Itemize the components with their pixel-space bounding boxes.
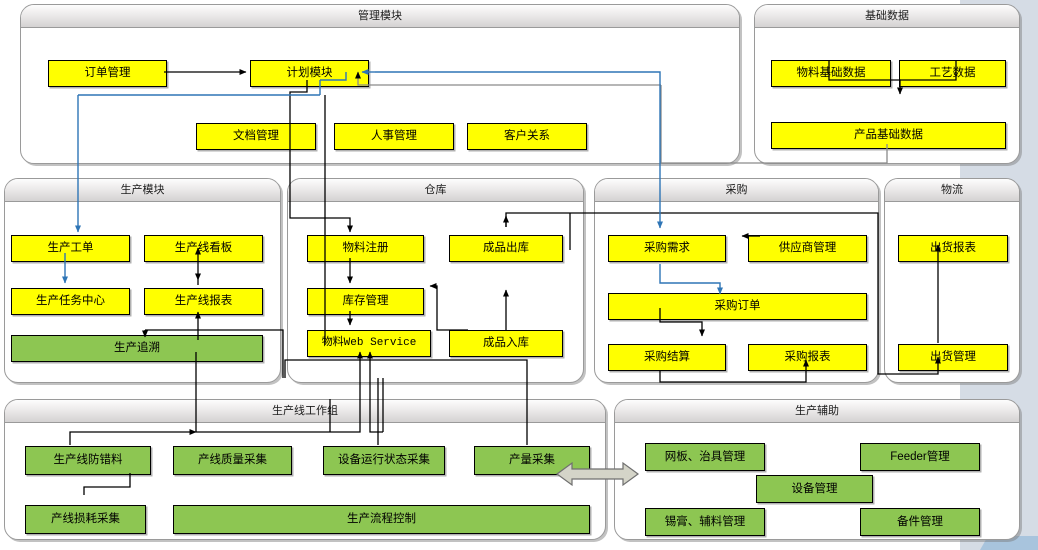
- node-equipment-mgmt[interactable]: 设备管理: [756, 475, 873, 503]
- node-line-loss[interactable]: 产线损耗采集: [25, 505, 146, 534]
- node-fg-outbound[interactable]: 成品出库: [449, 235, 563, 262]
- group-basic-data-title: 基础数据: [755, 5, 1019, 28]
- node-prod-task-center[interactable]: 生产任务中心: [11, 288, 130, 315]
- node-order-mgmt[interactable]: 订单管理: [48, 60, 167, 87]
- node-stencil-jig[interactable]: 网板、治具管理: [645, 443, 765, 471]
- group-production-aux: 生产辅助 网板、治具管理 Feeder管理 设备管理 锡膏、辅料管理 备件管理: [614, 399, 1020, 540]
- node-prod-line-board[interactable]: 生产线看板: [144, 235, 263, 262]
- group-warehouse-title: 仓库: [288, 179, 583, 202]
- node-prod-trace[interactable]: 生产追溯: [11, 335, 263, 362]
- node-stock-mgmt[interactable]: 库存管理: [307, 288, 424, 315]
- group-line-workgroup: 生产线工作组 生产线防错料 产线质量采集 设备运行状态采集 产量采集 产线损耗采…: [4, 399, 606, 540]
- node-material-register[interactable]: 物料注册: [307, 235, 424, 262]
- node-process-data[interactable]: 工艺数据: [899, 60, 1006, 87]
- node-purchase-report[interactable]: 采购报表: [748, 344, 867, 371]
- group-basic-data: 基础数据 物料基础数据 工艺数据 产品基础数据: [754, 4, 1020, 164]
- node-doc-mgmt[interactable]: 文档管理: [196, 123, 316, 150]
- node-line-mistakeproof[interactable]: 生产线防错料: [25, 446, 151, 475]
- node-product-basic[interactable]: 产品基础数据: [771, 122, 1006, 149]
- node-hr-mgmt[interactable]: 人事管理: [334, 123, 454, 150]
- node-material-basic[interactable]: 物料基础数据: [771, 60, 891, 87]
- node-material-webservice[interactable]: 物料Web Service: [307, 330, 431, 357]
- node-prod-line-report[interactable]: 生产线报表: [144, 288, 263, 315]
- node-prod-workorder[interactable]: 生产工单: [11, 235, 130, 262]
- group-purchasing-title: 采购: [595, 179, 878, 202]
- node-fg-inbound[interactable]: 成品入库: [449, 330, 563, 357]
- node-plan-module[interactable]: 计划模块: [250, 60, 369, 87]
- group-warehouse: 仓库 物料注册 库存管理 物料Web Service 成品出库 成品入库: [287, 178, 584, 383]
- group-logistics-title: 物流: [885, 179, 1019, 202]
- group-management-title: 管理模块: [21, 5, 739, 28]
- node-customer-rel[interactable]: 客户关系: [467, 123, 587, 150]
- node-output-collect[interactable]: 产量采集: [474, 446, 590, 475]
- group-production-aux-title: 生产辅助: [615, 400, 1019, 423]
- group-line-workgroup-title: 生产线工作组: [5, 400, 605, 423]
- group-management: 管理模块 订单管理 计划模块 文档管理 人事管理 客户关系: [20, 4, 740, 164]
- node-purchase-settle[interactable]: 采购结算: [608, 344, 726, 371]
- node-solder-paste[interactable]: 锡膏、辅料管理: [645, 508, 765, 536]
- node-equip-status[interactable]: 设备运行状态采集: [323, 446, 445, 475]
- node-purchase-req[interactable]: 采购需求: [608, 235, 726, 262]
- node-spare-parts[interactable]: 备件管理: [860, 508, 980, 536]
- node-purchase-order[interactable]: 采购订单: [608, 293, 867, 320]
- group-purchasing: 采购 采购需求 供应商管理 采购订单 采购结算 采购报表: [594, 178, 879, 383]
- node-ship-mgmt[interactable]: 出货管理: [898, 344, 1008, 371]
- node-line-quality[interactable]: 产线质量采集: [173, 446, 292, 475]
- node-process-control[interactable]: 生产流程控制: [173, 505, 590, 534]
- group-production: 生产模块 生产工单 生产线看板 生产任务中心 生产线报表 生产追溯: [4, 178, 281, 383]
- group-logistics: 物流 出货报表 出货管理: [884, 178, 1020, 383]
- node-feeder-mgmt[interactable]: Feeder管理: [860, 443, 980, 471]
- group-production-title: 生产模块: [5, 179, 280, 202]
- node-supplier-mgmt[interactable]: 供应商管理: [748, 235, 867, 262]
- node-ship-report[interactable]: 出货报表: [898, 235, 1008, 262]
